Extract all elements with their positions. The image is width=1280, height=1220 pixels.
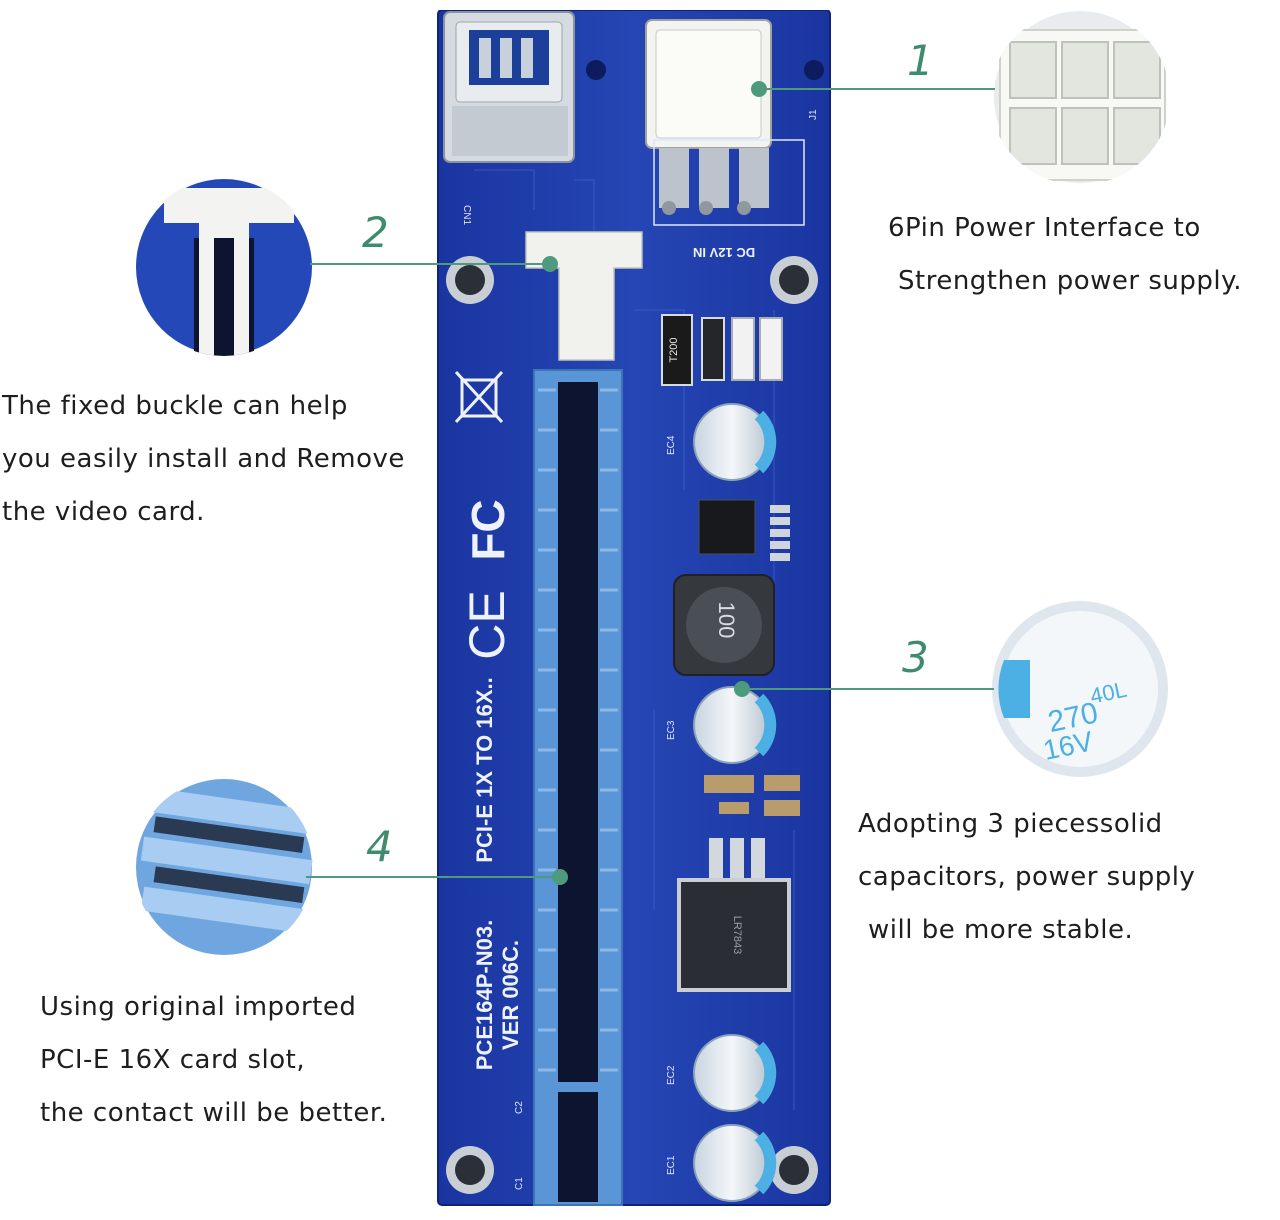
pcie-16x-slot [533,369,623,1206]
mounting-hole [770,256,818,304]
cap-label: EC3 [666,720,677,740]
callout-line: PCI-E 16X card slot, [40,1045,306,1075]
capacitor-ec1 [693,1124,777,1202]
callout-line: will be more stable. [868,915,1134,945]
cap-label: EC1 [666,1155,677,1175]
callout-line: capacitors, power supply [858,862,1196,892]
callout-line: the contact will be better. [40,1098,388,1128]
capacitor-ec4 [693,403,777,481]
buckle-zoom [136,179,312,356]
slot-label-c1: C1 [514,1177,525,1190]
mosfet-label: LR7843 [731,916,743,955]
board-type-text: PCI-E 1X TO 16X.. [472,677,497,862]
leader-line-2 [310,263,548,265]
fuse-value: T200 [668,337,680,362]
callout-line: Using original imported [40,992,357,1022]
callout-line: Strengthen power supply. [898,266,1243,296]
power-label: DC 12V IN [693,245,755,260]
callout-line: 6Pin Power Interface to [888,213,1201,243]
inductor-value: 100 [714,602,739,639]
usb-label: CN1 [461,205,472,225]
callout-line: The fixed buckle can help [2,391,348,421]
board-version-text: VER 006C. [498,940,523,1050]
callout-text-4: Using original imported PCI-E 16X card s… [40,981,387,1140]
power-connector [645,19,805,226]
slot-contacts-zoom [136,779,313,955]
ce-mark-icon: CE [459,590,515,659]
callout-number-4: 4 [366,822,393,871]
board-model-text: PCE164P-N03. [472,920,497,1070]
usb-port [443,11,575,163]
riser-board: CN1 DC 12V IN J1 [437,10,831,1206]
callout-line: you easily install and Remove [2,444,405,474]
callout-text-2: The fixed buckle can help you easily ins… [2,380,405,539]
mosfet [677,838,791,992]
controller-ic [698,499,756,555]
callout-text-1: 6Pin Power Interface to Strengthen power… [888,202,1242,308]
callout-number-3: 3 [902,633,929,682]
slot-label-c2: C2 [514,1101,525,1114]
cap-label: EC4 [666,435,677,455]
leader-dot-4 [552,869,568,885]
weee-bin-icon [454,370,504,424]
capacitor-ec2 [693,1034,777,1112]
leader-line-3 [742,688,994,690]
power-connector-zoom [994,11,1166,183]
mounting-hole [446,256,494,304]
leader-line-1 [759,88,995,90]
leader-line-4 [306,876,558,878]
fcc-mark-icon: FC [462,499,514,560]
callout-number-2: 2 [362,208,389,257]
mounting-hole [446,1146,494,1194]
callout-line: the video card. [2,497,205,527]
capacitor-ec3 [693,686,777,764]
cap-label: EC2 [666,1065,677,1085]
j1-label: J1 [808,109,819,120]
capacitor-zoom: 40L 270 16V [992,601,1168,777]
leader-dot-2 [542,256,558,272]
callout-line: Adopting 3 piecessolid [858,809,1163,839]
callout-number-1: 1 [907,36,934,85]
inductor [673,574,775,676]
mounting-hole [770,1146,818,1194]
callout-text-3: Adopting 3 piecessolid capacitors, power… [858,798,1195,957]
